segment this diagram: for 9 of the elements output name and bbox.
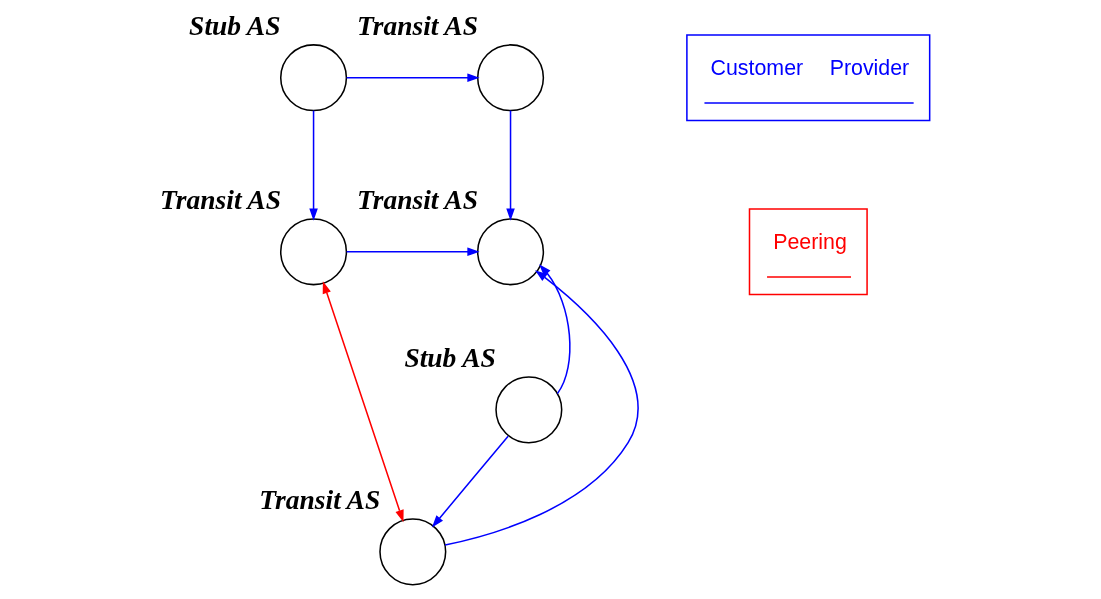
node-label: Transit AS <box>356 184 478 215</box>
node-label: Transit AS <box>159 184 281 215</box>
legend-label: Customer <box>710 55 803 80</box>
node-label: Stub AS <box>403 342 496 373</box>
node-label: Stub AS <box>188 10 280 41</box>
node-label: Transit AS <box>356 10 478 41</box>
node-label: Transit AS <box>258 484 380 515</box>
legend-label: Peering <box>772 230 847 255</box>
legend-label: Provider <box>829 55 909 80</box>
